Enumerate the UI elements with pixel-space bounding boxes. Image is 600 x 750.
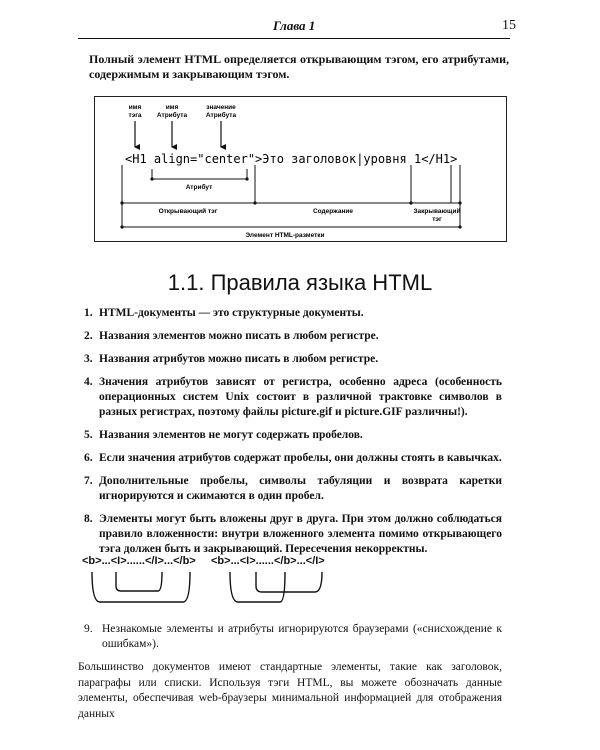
label-attr-name-line1: имя (166, 104, 179, 111)
label-element: Элемент HTML-разметки (245, 232, 324, 239)
body-paragraph: Большинство документов имеют стандартные… (78, 661, 502, 720)
rules-list: 1.HTML-документы — это структурные докум… (84, 306, 502, 565)
list-item: 5.Названия элементов не могут содержать … (84, 429, 363, 441)
nesting-incorrect: <b>...<I>......</b>...</I> (211, 555, 325, 567)
list-item: 8.Элементы могут быть вложены друг в дру… (84, 513, 502, 555)
list-item: 2.Названия элементов можно писать в любо… (84, 330, 379, 342)
chapter-title: Глава 1 (273, 18, 316, 33)
html-element-diagram: имя тэга имя Атрибута значение Атрибута … (94, 96, 507, 242)
list-item: 7.Дополнительные пробелы, символы табуля… (84, 475, 502, 502)
label-tag-name-line1: имя (129, 104, 142, 111)
running-header: Глава 1 15 (78, 18, 516, 39)
label-attribute: Атрибут (186, 183, 213, 191)
label-closing-tag-line2: тэг (432, 216, 442, 223)
page-number: 15 (502, 18, 516, 33)
section-heading: 1.1. Правила языка HTML (167, 270, 433, 295)
diagram-drawing: имя тэга имя Атрибута значение Атрибута … (120, 104, 462, 239)
label-attr-value-line1: значение (206, 104, 236, 111)
label-opening-tag: Открывающий тэг (159, 207, 218, 215)
label-closing-tag-line1: Закрывающий (413, 207, 460, 215)
nesting-examples: <b>...<I>......</I>...</b> <b>...<I>....… (82, 555, 325, 567)
list-item: 3.Названия атрибутов можно писать в любо… (84, 353, 379, 365)
intro-paragraph: Полный элемент HTML определяется открыва… (89, 52, 509, 81)
list-item: 4.Значения атрибутов зависят от регистра… (84, 376, 502, 418)
rule-item-9: 9. Незнакомые элементы и атрибуты игнори… (84, 623, 502, 650)
list-item: 1.HTML-документы — это структурные докум… (84, 307, 364, 319)
html-code-line: <H1 align="center">Это заголовок|уровня … (125, 152, 457, 166)
label-tag-name-line2: тэга (128, 112, 141, 119)
label-content: Содержание (313, 208, 353, 215)
label-attr-value-line2: Атрибута (206, 111, 237, 119)
nesting-correct: <b>...<I>......</I>...</b> (82, 555, 196, 567)
label-attr-name-line2: Атрибута (157, 111, 188, 119)
nesting-brackets (91, 571, 323, 603)
list-item: 6.Если значения атрибутов содержат пробе… (84, 452, 502, 464)
